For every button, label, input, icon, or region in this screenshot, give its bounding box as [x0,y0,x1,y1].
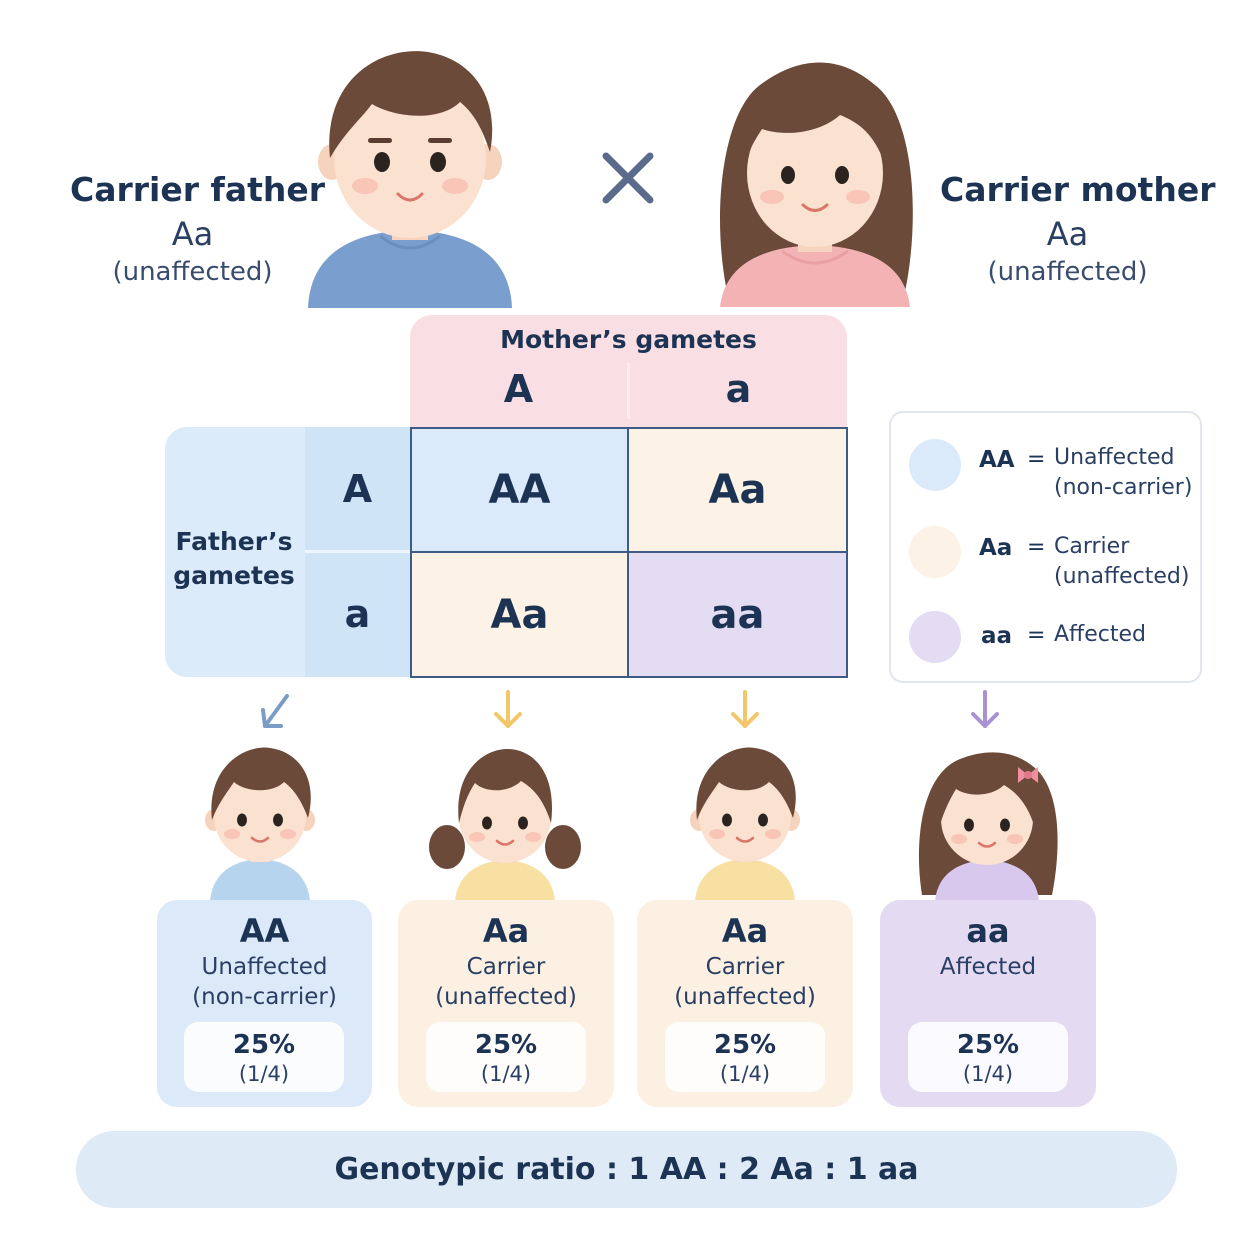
arrow-down-icon [971,690,999,728]
mother-gamete-divider [627,363,630,419]
legend-desc-Aa: Carrier (unaffected) [1054,532,1189,592]
child-girl-Aa-illustration [429,749,581,902]
probability-fraction: (1/4) [962,1062,1014,1086]
offspring-card-Aa-1: Aa Carrier (unaffected) 25% (1/4) [398,900,614,1107]
child-girl-aa-illustration [918,752,1058,902]
cross-icon [602,152,654,204]
legend-genotype-AA: AA [979,447,1015,473]
legend-desc-AA: Unaffected (non-carrier) [1054,443,1192,503]
offspring-description: Carrier (unaffected) [398,952,614,1012]
legend-genotype-aa: aa [981,623,1013,649]
arrow-down-icon [731,690,759,728]
probability-box: 25% (1/4) [184,1022,344,1092]
child-boy-AA-illustration [205,747,315,902]
mother-title: Carrier mother [940,170,1216,209]
arrow-down-icon [494,690,522,728]
child-boy-Aa-illustration [690,747,800,902]
legend-swatch-Aa [909,526,961,578]
legend-box: AA = Unaffected (non-carrier) Aa = Carri… [889,411,1202,683]
legend-genotype-Aa: Aa [979,535,1013,561]
legend-desc-AA-line2: (non-carrier) [1054,475,1193,500]
legend-swatch-AA [909,439,961,491]
offspring-genotype: aa [966,912,1010,950]
offspring-card-aa: aa Affected 25% (1/4) [880,900,1096,1107]
offspring-genotype: Aa [482,912,530,950]
offspring-genotype: AA [239,912,290,950]
genotypic-ratio-bar: Genotypic ratio : 1 AA : 2 Aa : 1 aa [76,1131,1177,1208]
father-label-group: Carrier father Aa (unaffected) [70,170,326,287]
probability-percent: 25% [474,1030,538,1060]
offspring-card-Aa-2: Aa Carrier (unaffected) 25% (1/4) [637,900,853,1107]
probability-fraction: (1/4) [719,1062,771,1086]
father-genotype: Aa [171,215,214,253]
offspring-description: Carrier (unaffected) [637,952,853,1012]
father-gametes-line2: gametes [173,561,295,590]
arrow-down-left-icon [261,694,289,728]
legend-desc-Aa-line2: (unaffected) [1054,564,1190,589]
probability-percent: 25% [713,1030,777,1060]
offspring-desc-line2: (non-carrier) [192,984,337,1010]
offspring-desc-line1: Carrier [705,954,785,980]
father-gametes-label: Father’s gametes [165,525,303,593]
legend-equals: = [1027,623,1046,648]
offspring-card-AA: AA Unaffected (non-carrier) 25% (1/4) [157,900,372,1107]
punnett-cell-aa: aa [627,551,848,678]
offspring-description: Affected [880,952,1096,982]
probability-percent: 25% [232,1030,296,1060]
offspring-description: Unaffected (non-carrier) [157,952,372,1012]
punnett-grid: AA Aa Aa aa [410,427,848,678]
father-gametes-line1: Father’s [175,527,293,556]
punnett-cell-AA: AA [410,427,629,553]
mother-allele-a: a [725,367,752,411]
mother-genotype: Aa [1046,215,1089,253]
mother-status: (unaffected) [987,257,1148,287]
father-status: (unaffected) [112,257,273,287]
legend-equals: = [1027,535,1046,560]
father-allele-A: A [342,467,373,511]
father-title: Carrier father [70,170,326,209]
offspring-genotype: Aa [721,912,769,950]
offspring-desc-line1: Affected [939,954,1037,980]
mother-allele-A: A [503,367,534,411]
punnett-cell-Aa-top: Aa [627,427,848,553]
legend-desc-AA-line1: Unaffected [1054,445,1175,470]
father-gamete-divider [305,550,410,553]
probability-fraction: (1/4) [238,1062,290,1086]
offspring-desc-line2: (unaffected) [435,984,577,1010]
mother-illustration [720,62,913,307]
punnett-cell-Aa-bottom: Aa [410,551,629,678]
father-allele-a: a [344,592,371,636]
mother-gametes-header: Mother’s gametes A a [410,315,847,427]
probability-fraction: (1/4) [480,1062,532,1086]
legend-desc-Aa-line1: Carrier [1054,534,1130,559]
probability-percent: 25% [956,1030,1020,1060]
legend-desc-aa-line1: Affected [1054,622,1146,647]
probability-box: 25% (1/4) [665,1022,825,1092]
legend-desc-aa: Affected [1054,620,1146,650]
legend-equals: = [1027,447,1046,472]
father-allele-column: A a [305,427,410,677]
offspring-desc-line1: Carrier [466,954,546,980]
probability-box: 25% (1/4) [426,1022,586,1092]
offspring-desc-line1: Unaffected [201,954,328,980]
mother-gametes-label: Mother’s gametes [500,325,757,354]
legend-swatch-aa [909,611,961,663]
probability-box: 25% (1/4) [908,1022,1068,1092]
offspring-desc-line2: (unaffected) [674,984,816,1010]
father-illustration [308,51,512,308]
mother-label-group: Carrier mother Aa (unaffected) [940,170,1216,287]
